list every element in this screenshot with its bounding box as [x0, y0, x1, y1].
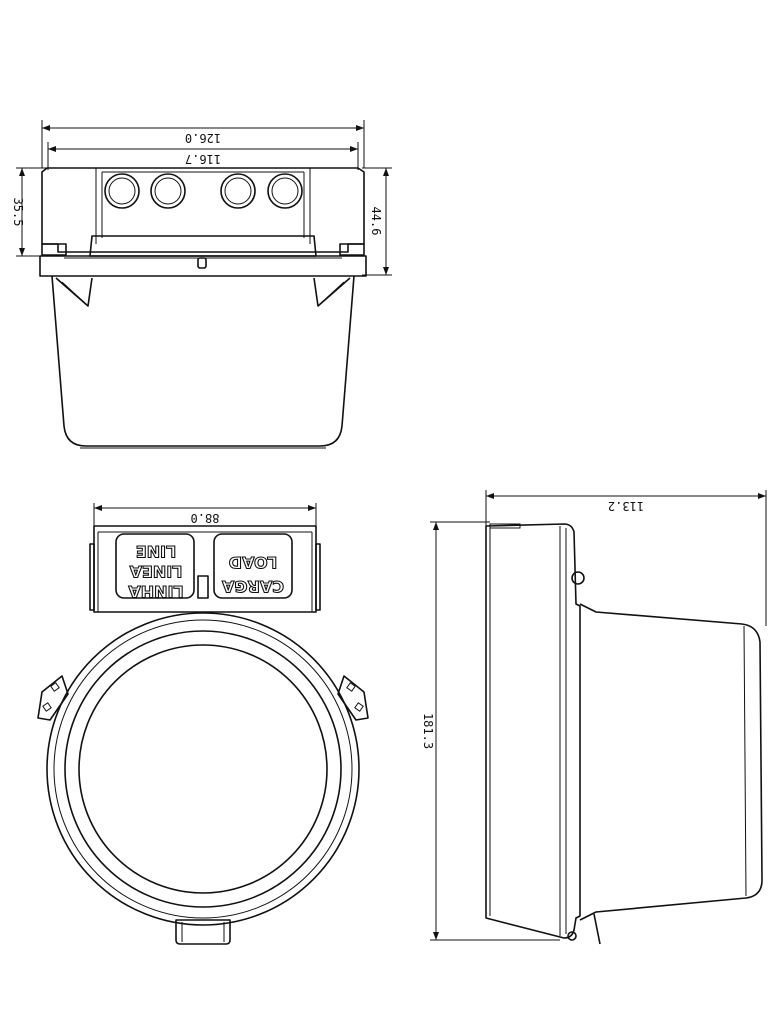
top-view: 126.0 116.7 35.5 — [11, 120, 392, 449]
dim-side-height: 181.3 — [421, 521, 560, 941]
dim-top-right-height-value: 44.6 — [369, 207, 383, 236]
dim-side-depth: 113.2 — [485, 490, 767, 626]
front-view: 88.0 LINE LINEA LINHA LOAD — [37, 503, 369, 945]
meter-socket-rings — [46, 612, 360, 926]
label-load: LOAD — [229, 553, 277, 572]
label-linea: LINEA — [129, 562, 182, 581]
side-clip-right — [337, 675, 369, 721]
side-clip-left — [37, 675, 69, 721]
dim-top-left-height: 35.5 — [11, 167, 48, 257]
label-carga: CARGA — [221, 577, 284, 596]
dim-top-overall-value: 126.0 — [185, 131, 221, 145]
side-view: 113.2 181.3 — [421, 490, 767, 945]
label-linha: LINHA — [128, 582, 184, 601]
dim-front-width: 88.0 — [93, 503, 317, 528]
dim-side-height-value: 181.3 — [421, 713, 435, 749]
dim-top-inner-value: 116.7 — [185, 152, 221, 166]
dim-top-left-height-value: 35.5 — [11, 198, 25, 227]
dim-top-overall: 126.0 — [41, 120, 365, 168]
load-label-box: LOAD CARGA — [213, 533, 293, 599]
dim-front-width-value: 88.0 — [191, 511, 220, 525]
dim-top-right-height: 44.6 — [362, 167, 392, 276]
terminal-holes — [104, 173, 303, 209]
dim-side-depth-value: 113.2 — [608, 499, 644, 513]
line-label-box: LINE LINEA LINHA — [115, 533, 195, 602]
label-line: LINE — [136, 542, 176, 561]
dim-top-inner: 116.7 — [47, 142, 359, 170]
